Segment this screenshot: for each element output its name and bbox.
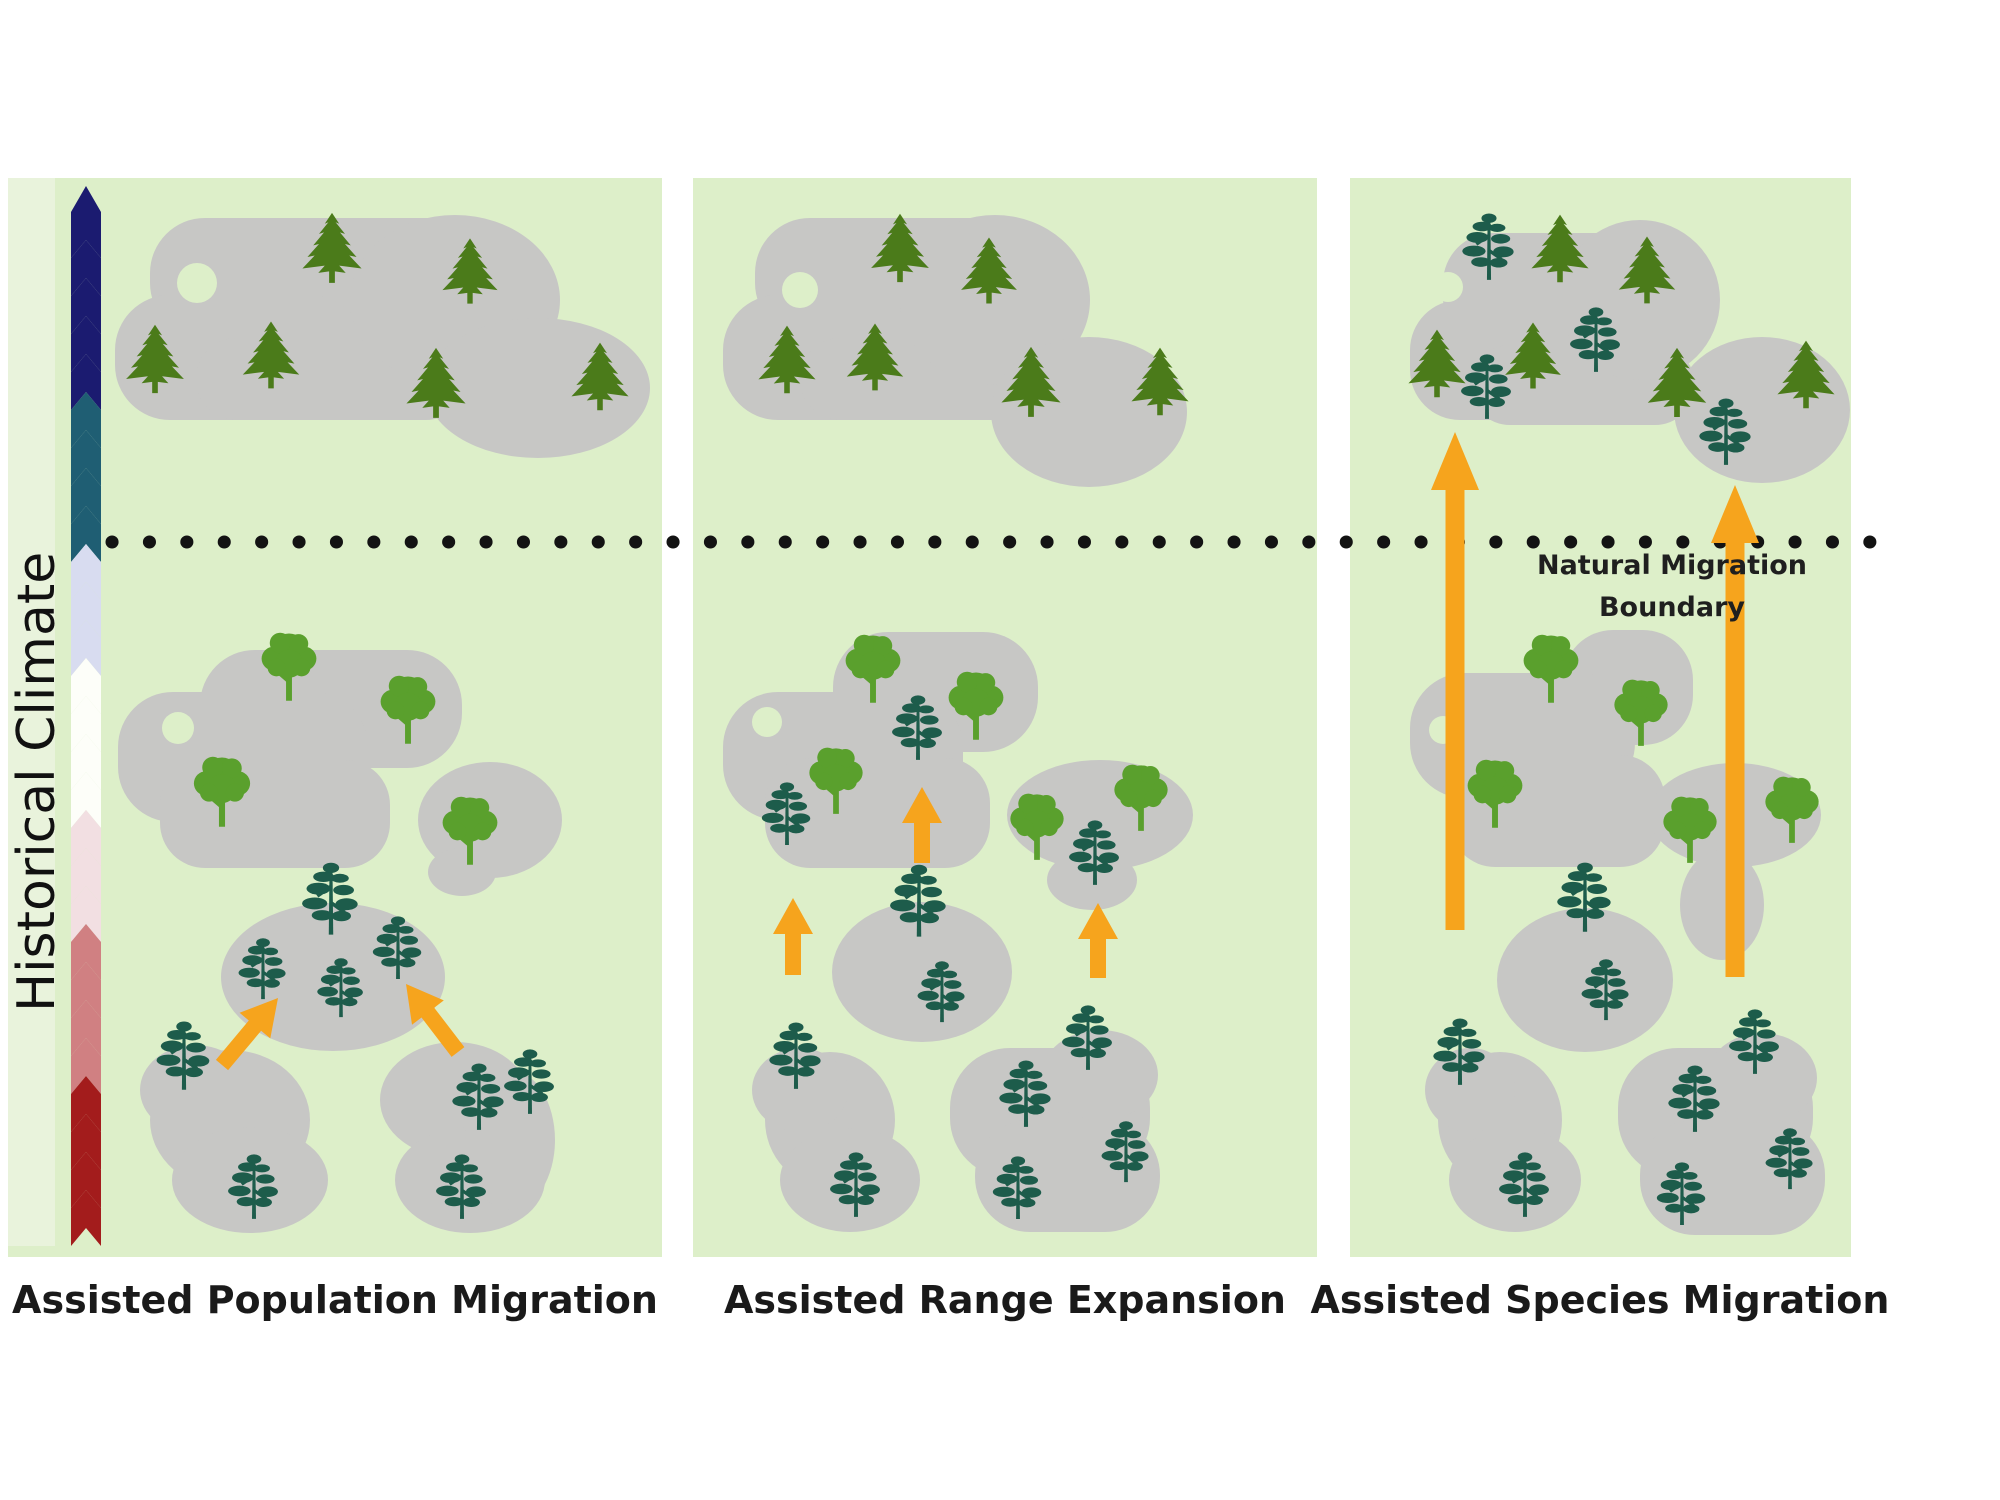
arrows-assisted-species-migration bbox=[1431, 432, 1759, 977]
habitat-patch bbox=[765, 758, 990, 868]
climate-arrow-chevron bbox=[71, 1114, 101, 1170]
climate-arrow-chevron bbox=[71, 696, 101, 752]
climate-arrow-chevron bbox=[71, 658, 101, 714]
arrows-assisted-population-migration bbox=[215, 984, 465, 1071]
climate-arrow-chevron bbox=[71, 772, 101, 828]
habitat-patch bbox=[426, 318, 650, 458]
climate-arrow-chevron bbox=[71, 734, 101, 790]
climate-arrow-chevron bbox=[71, 1152, 101, 1208]
climate-arrow-chevron bbox=[71, 886, 101, 942]
natural-migration-boundary-label-line1: Natural Migration bbox=[1537, 550, 1807, 581]
panel-content-assisted-range-expansion bbox=[723, 213, 1193, 1232]
habitat-patch bbox=[832, 902, 1012, 1042]
migration-arrow bbox=[1078, 903, 1118, 978]
climate-arrow-chevron bbox=[71, 240, 101, 296]
migration-arrow bbox=[406, 984, 465, 1057]
patch-notch bbox=[782, 272, 818, 308]
patch-notch bbox=[162, 712, 194, 744]
habitat-patch bbox=[900, 215, 1090, 385]
climate-arrow-chevron bbox=[71, 468, 101, 524]
habitat-patch bbox=[140, 1045, 250, 1135]
habitat-patch bbox=[1047, 850, 1137, 910]
climate-arrow-chevron bbox=[71, 1190, 101, 1246]
climate-arrow-chevron bbox=[71, 430, 101, 486]
climate-arrow-chevron bbox=[71, 848, 101, 904]
climate-arrow-chevron bbox=[71, 544, 101, 600]
habitat-patch bbox=[160, 760, 390, 868]
climate-arrow-chevron bbox=[71, 278, 101, 334]
historical-climate-axis-label: Historical Climate bbox=[7, 552, 67, 1012]
migration-arrow bbox=[1431, 432, 1479, 930]
habitat-patch bbox=[1560, 220, 1720, 380]
climate-arrow-chevron bbox=[71, 392, 101, 448]
panel-content-assisted-population-migration bbox=[115, 212, 650, 1233]
caption-assisted-species-migration: Assisted Species Migration bbox=[1311, 1278, 1890, 1322]
natural-migration-boundary-label-line2: Boundary bbox=[1599, 592, 1745, 623]
climate-arrow-chevron bbox=[71, 1076, 101, 1132]
migration-arrow bbox=[215, 998, 278, 1071]
climate-arrow-chevron bbox=[71, 354, 101, 410]
migration-arrow bbox=[773, 898, 813, 975]
climate-arrow-chevron bbox=[71, 316, 101, 372]
climate-arrow-chevron bbox=[71, 620, 101, 676]
climate-arrow-chevron bbox=[71, 506, 101, 562]
habitat-patch bbox=[1497, 908, 1673, 1052]
habitat-patch bbox=[1674, 337, 1850, 483]
climate-arrow-chevron bbox=[71, 582, 101, 638]
caption-assisted-range-expansion: Assisted Range Expansion bbox=[724, 1278, 1286, 1322]
climate-arrow-chevron bbox=[71, 924, 101, 980]
caption-assisted-population-migration: Assisted Population Migration bbox=[12, 1278, 658, 1322]
climate-arrow-chevron bbox=[71, 962, 101, 1018]
climate-arrow-chevron bbox=[71, 810, 101, 866]
diagram-graphics-layer bbox=[8, 178, 1909, 1257]
climate-arrow-chevron bbox=[71, 1000, 101, 1056]
arrows-assisted-range-expansion bbox=[773, 787, 1118, 978]
migration-arrow bbox=[1711, 485, 1759, 977]
climate-arrow-tip bbox=[71, 186, 101, 258]
climate-arrow-chevron bbox=[71, 1038, 101, 1094]
panel-content-assisted-species-migration bbox=[1408, 213, 1850, 1235]
historical-climate-strip bbox=[8, 178, 55, 1246]
habitat-patch bbox=[1707, 1033, 1817, 1123]
habitat-patch bbox=[428, 848, 496, 896]
patch-notch bbox=[752, 707, 782, 737]
patch-notch bbox=[1433, 272, 1463, 302]
climate-gradient-arrow bbox=[71, 186, 101, 1246]
patch-notch bbox=[177, 263, 217, 303]
habitat-patch bbox=[752, 1048, 848, 1132]
habitat-patch bbox=[1680, 850, 1764, 960]
migration-arrow bbox=[902, 787, 942, 863]
